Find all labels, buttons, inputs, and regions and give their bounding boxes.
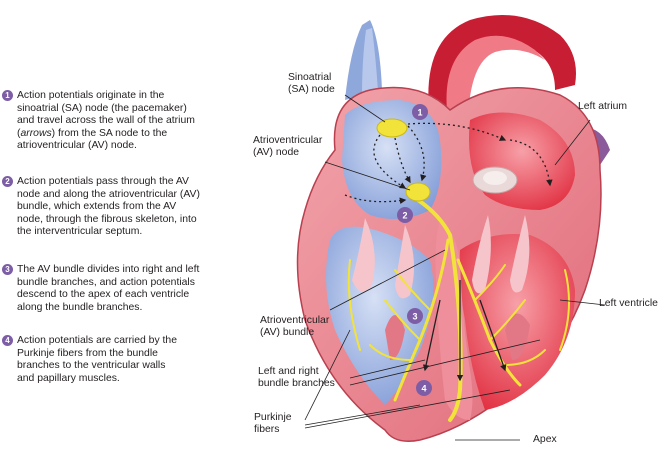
step-1-number: 1 <box>2 90 13 101</box>
label-apex: Apex <box>533 434 557 445</box>
heart-marker-3: 3 <box>407 308 423 324</box>
step-2-number: 2 <box>2 176 13 187</box>
label-left-ventricle: Left ventricle <box>599 298 658 309</box>
label-purkinje-fibers: Purkinje fibers <box>254 412 292 436</box>
step-1-text: Action potentials originate in the sinoa… <box>17 90 195 152</box>
step-2-text: Action potentials pass through the AV no… <box>17 176 200 238</box>
step-4-text: Action potentials are carried by the Pur… <box>17 335 177 384</box>
leader-lines <box>304 94 606 441</box>
conduction-system <box>347 198 570 422</box>
label-av-bundle: Atrioventricular (AV) bundle <box>260 315 330 339</box>
papillary-muscle-right <box>385 315 405 360</box>
mitral-valve <box>472 215 530 294</box>
label-left-atrium: Left atrium <box>578 101 628 112</box>
heart-marker-4-text: 4 <box>421 384 426 394</box>
aorta <box>428 15 576 125</box>
heart-marker-1: 1 <box>412 104 428 120</box>
step-3-number: 3 <box>2 264 13 275</box>
conduction-arrows <box>344 122 553 204</box>
step-4-number: 4 <box>2 335 13 346</box>
label-bundle-branches: Left and right bundle branches <box>258 366 335 390</box>
label-av-node: Atrioventricular (AV) node <box>253 135 323 159</box>
tricuspid-valve <box>352 218 414 299</box>
step-3-text: The AV bundle divides into right and lef… <box>17 264 200 313</box>
heart-marker-2-text: 2 <box>402 211 407 221</box>
heart-marker-3-text: 3 <box>412 312 417 322</box>
papillary-muscle-left <box>505 313 530 360</box>
heart-marker-2: 2 <box>397 207 413 223</box>
interventricular-septum <box>435 220 473 420</box>
label-sa-node: Sinoatrial (SA) node <box>288 72 335 96</box>
heart-marker-1-text: 1 <box>417 108 422 118</box>
bundle-arrows <box>422 280 507 382</box>
av-node <box>405 182 431 202</box>
right-atrium <box>342 100 442 219</box>
sa-node <box>376 118 408 138</box>
heart-marker-4: 4 <box>416 380 432 396</box>
aortic-valve <box>472 166 518 194</box>
superior-vena-cava <box>345 20 382 100</box>
